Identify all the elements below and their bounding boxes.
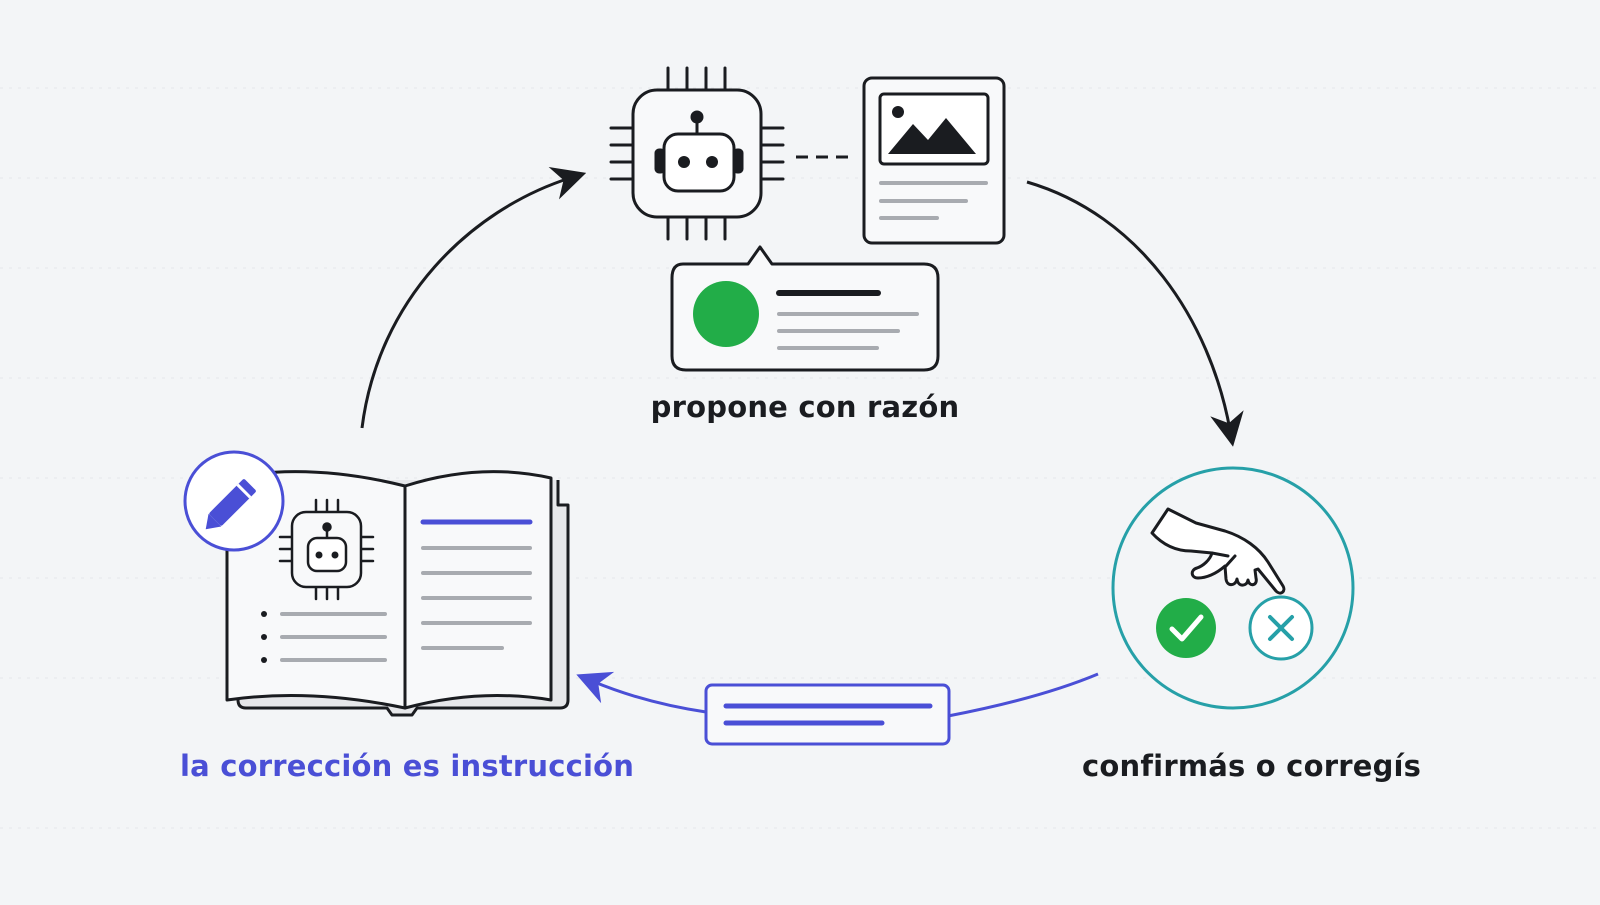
arrow-decision-to-instruction — [947, 672, 1099, 718]
open-book-icon — [225, 470, 570, 717]
robot-chip-icon — [609, 66, 785, 241]
arrow-manual-to-model — [360, 167, 587, 429]
x-icon — [1248, 595, 1314, 661]
instruction-card-icon — [704, 683, 951, 746]
step-label-propose: propone con razón — [650, 390, 960, 424]
pencil-icon — [183, 450, 285, 552]
book-robot-icon — [278, 498, 375, 601]
arrow-model-to-decision — [1026, 180, 1244, 447]
decision-node — [1111, 466, 1355, 710]
step-label-correction: la corrección es instrucción — [180, 749, 635, 783]
suggestion-card-icon — [670, 245, 940, 372]
step-label-confirm: confirmás o corregís — [1082, 749, 1422, 783]
hand-pointer-icon — [1150, 507, 1286, 595]
image-document-icon — [862, 76, 1006, 245]
approve-status-dot — [693, 281, 759, 347]
check-icon — [1156, 598, 1216, 658]
arrow-instruction-to-manual — [576, 671, 707, 714]
